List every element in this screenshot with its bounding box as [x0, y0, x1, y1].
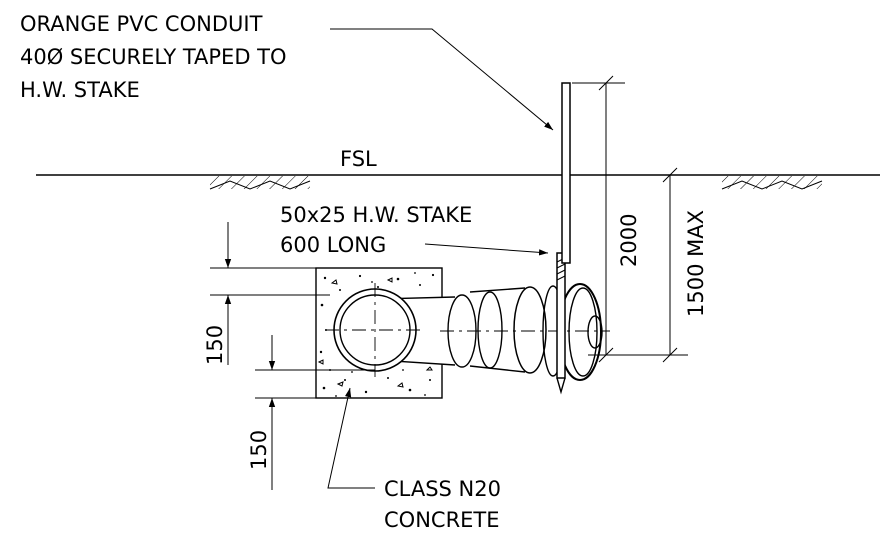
ground-hatch-left	[209, 176, 311, 190]
label-stake-line2: 600 LONG	[280, 233, 386, 257]
dim-text-2000: 2000	[617, 214, 641, 267]
hw-stake	[556, 252, 566, 395]
label-conduit-line1: ORANGE PVC CONDUIT	[20, 12, 263, 36]
dim-text-1500-max: 1500 MAX	[684, 210, 708, 317]
dim-text-150-top: 150	[203, 325, 227, 365]
label-stake-line1: 50x25 H.W. STAKE	[280, 203, 472, 227]
leader-lines	[327, 28, 554, 489]
dimension-2000	[572, 75, 628, 363]
label-concrete-line1: CLASS N20	[384, 477, 501, 501]
dim-text-150-bottom: 150	[247, 430, 271, 470]
pipe-end	[325, 283, 425, 377]
leader-stake	[424, 243, 549, 256]
ground-hatch-right	[721, 176, 823, 190]
dimension-1500-max	[620, 167, 688, 363]
dimension-150-top	[210, 222, 330, 365]
dimension-150-bottom	[255, 335, 375, 490]
label-fsl: FSL	[340, 147, 377, 171]
pipe-couplings	[440, 283, 610, 381]
pvc-conduit	[561, 82, 571, 264]
leader-conduit	[330, 28, 554, 131]
label-conduit-line3: H.W. STAKE	[20, 78, 140, 102]
label-concrete-line2: CONCRETE	[384, 508, 500, 532]
label-conduit-line2: 40Ø SECURELY TAPED TO	[20, 45, 287, 69]
leader-concrete	[327, 387, 375, 489]
